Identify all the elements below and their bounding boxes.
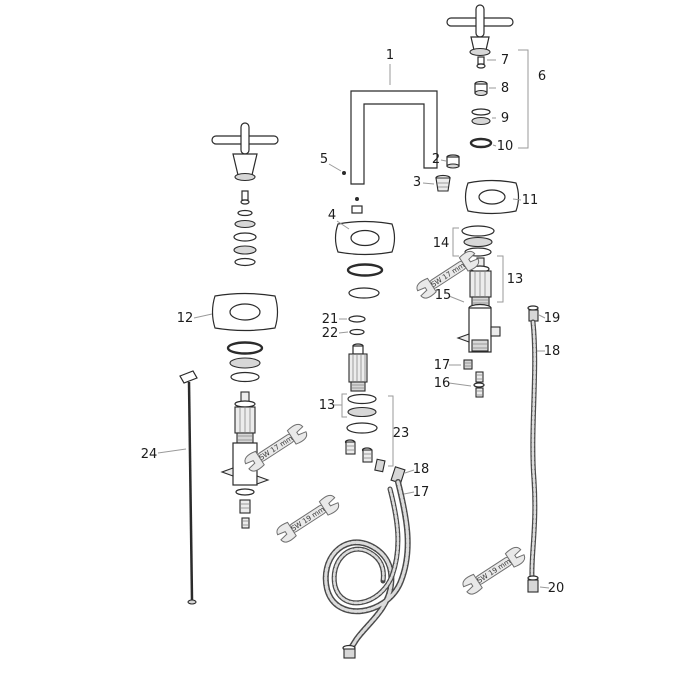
- callout-18-right: 18: [544, 344, 561, 359]
- screws-16: [473, 371, 485, 398]
- nipples-mid: [344, 439, 373, 463]
- callout-14: 14: [433, 236, 450, 251]
- callout-24: 24: [141, 447, 158, 462]
- small-screw-mid: [351, 197, 363, 214]
- callout-17-mid: 17: [413, 485, 430, 500]
- cartridge-13-right: [469, 257, 492, 307]
- callout-16: 16: [434, 376, 451, 391]
- callout-23: 23: [393, 426, 410, 441]
- o-ring-22: [349, 328, 365, 336]
- callout-18-mid: 18: [413, 462, 430, 477]
- callout-12: 12: [177, 311, 194, 326]
- callout-10: 10: [497, 139, 514, 154]
- callout-13-mid: 13: [319, 398, 336, 413]
- callout-2: 2: [432, 152, 440, 167]
- callout-9: 9: [501, 111, 509, 126]
- seal-stack-14: [461, 225, 495, 257]
- aerator-insert-2: [446, 154, 460, 169]
- callout-19: 19: [544, 311, 561, 326]
- seal-ring-13-mid-b: [347, 406, 377, 418]
- wrench-sw19-mid-icon: SW 19 mm: [276, 494, 340, 543]
- braided-hose-17: [322, 479, 411, 659]
- callout-21: 21: [322, 312, 339, 327]
- aerator-3: [435, 174, 451, 192]
- escutcheon-4: [334, 220, 396, 256]
- callout-1: 1: [386, 48, 394, 63]
- callout-13-right: 13: [507, 272, 524, 287]
- part-8-adapter: [474, 80, 488, 97]
- seal-ring-13-mid-a: [347, 393, 377, 405]
- callout-20: 20: [548, 581, 565, 596]
- left-base-rings: [226, 341, 264, 383]
- callout-22: 22: [322, 326, 339, 341]
- pull-rod-24: [179, 370, 198, 605]
- callout-6: 6: [538, 69, 546, 84]
- supply-hose-right: [527, 305, 539, 593]
- escutcheon-11: [464, 179, 520, 215]
- valve-assembly-left: [220, 391, 270, 486]
- callout-8: 8: [501, 81, 509, 96]
- callout-17-right: 17: [434, 358, 451, 373]
- callout-3: 3: [413, 175, 421, 190]
- escutcheon-12: [211, 292, 279, 332]
- part-7-screw: [476, 56, 486, 69]
- part-9-seal-rings: [471, 108, 491, 126]
- callout-4: 4: [328, 208, 336, 223]
- cross-handle-left: [211, 122, 279, 182]
- callout-11: 11: [522, 193, 539, 208]
- spout-1: [350, 90, 438, 185]
- screw-5: [342, 171, 346, 175]
- o-ring-21: [348, 315, 366, 323]
- wrench-sw17-left-label: SW 17 mm: [258, 434, 295, 462]
- valve-body-15: [456, 303, 501, 353]
- left-lower-parts: [235, 488, 255, 529]
- ring-mid-c: [346, 422, 378, 434]
- callout-15: 15: [435, 288, 452, 303]
- hose-fitting-18-mid: [374, 458, 406, 484]
- wrench-sw19-mid-label: SW 19 mm: [290, 505, 327, 533]
- callout-7: 7: [501, 53, 509, 68]
- base-ring-mid-b: [348, 287, 380, 299]
- wrench-sw17-right-label: SW 17 mm: [430, 261, 467, 289]
- wrench-sw19-right-label: SW 19 mm: [476, 557, 513, 585]
- callout-5: 5: [320, 152, 328, 167]
- fitting-17-right: [463, 359, 473, 370]
- wrench-sw19-right-icon: SW 19 mm: [462, 546, 526, 595]
- cross-handle-top-right: [446, 4, 514, 57]
- left-seal-stack: [233, 209, 257, 267]
- cartridge-mid: [348, 343, 368, 392]
- base-ring-mid-a: [346, 263, 384, 277]
- part-10-o-ring: [469, 137, 493, 149]
- left-screw: [240, 190, 250, 205]
